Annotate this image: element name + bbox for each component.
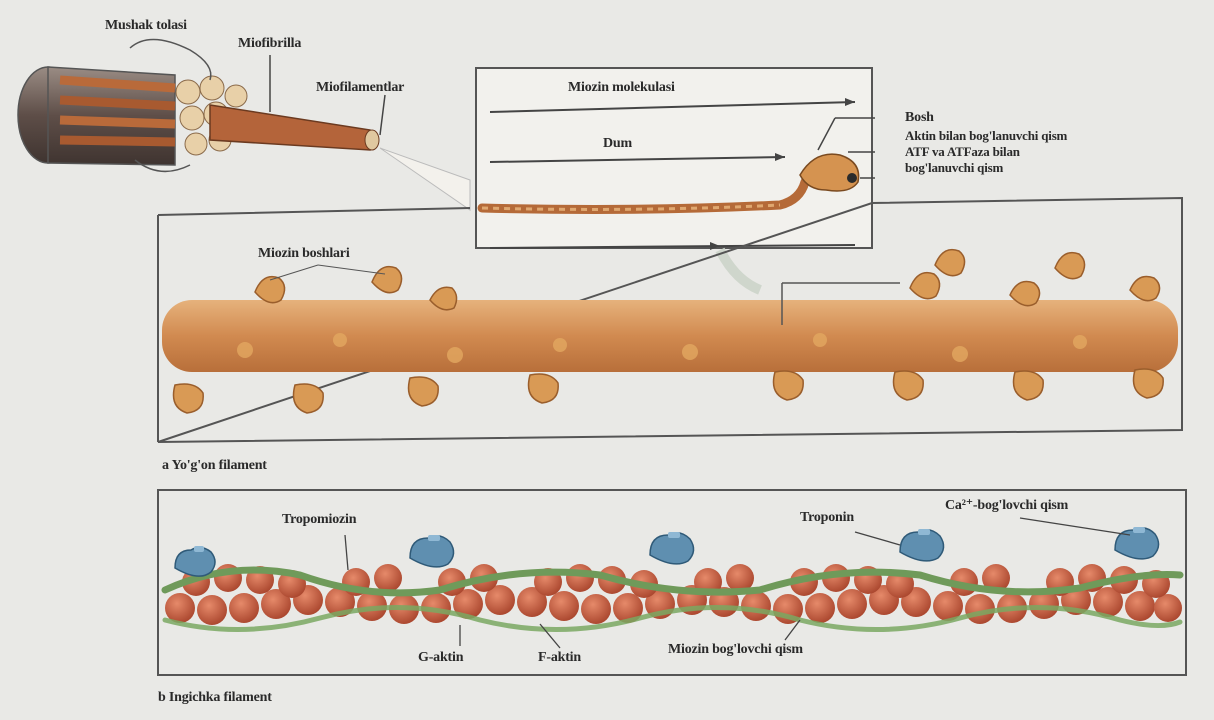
label-atp-binding-line2: bog'lanuvchi qism bbox=[905, 160, 1003, 175]
label-tropomyosin: Tropomiozin bbox=[282, 512, 356, 527]
label-head: Bosh bbox=[905, 110, 934, 125]
label-atp-binding-line1: ATF va ATFaza bilan bbox=[905, 144, 1020, 159]
label-myofilaments: Miofilamentlar bbox=[316, 80, 404, 95]
caption-thick-filament: a Yo'g'on filament bbox=[162, 458, 267, 473]
label-myofibril: Miofibrilla bbox=[238, 36, 301, 51]
thick-filament-rod bbox=[162, 300, 1178, 372]
label-tail: Dum bbox=[603, 136, 632, 151]
label-ca-binding-site: Ca²⁺-bog'lovchi qism bbox=[945, 498, 1068, 513]
label-myosin-molecule: Miozin molekulasi bbox=[568, 80, 675, 95]
label-g-actin: G-aktin bbox=[418, 650, 463, 665]
label-muscle-fiber: Mushak tolasi bbox=[105, 18, 187, 33]
label-actin-binding-site: Aktin bilan bog'lanuvchi qism bbox=[905, 128, 1067, 143]
troponin-complexes bbox=[175, 528, 1159, 576]
label-troponin: Troponin bbox=[800, 510, 854, 525]
label-f-actin: F-aktin bbox=[538, 650, 581, 665]
muscle-fiber-illustration bbox=[18, 39, 470, 210]
myosin-molecule-illustration bbox=[476, 68, 875, 290]
caption-thin-filament: b Ingichka filament bbox=[158, 690, 272, 705]
label-myosin-binding-site: Miozin bog'lovchi qism bbox=[668, 642, 803, 657]
label-myosin-heads: Miozin boshlari bbox=[258, 246, 350, 261]
